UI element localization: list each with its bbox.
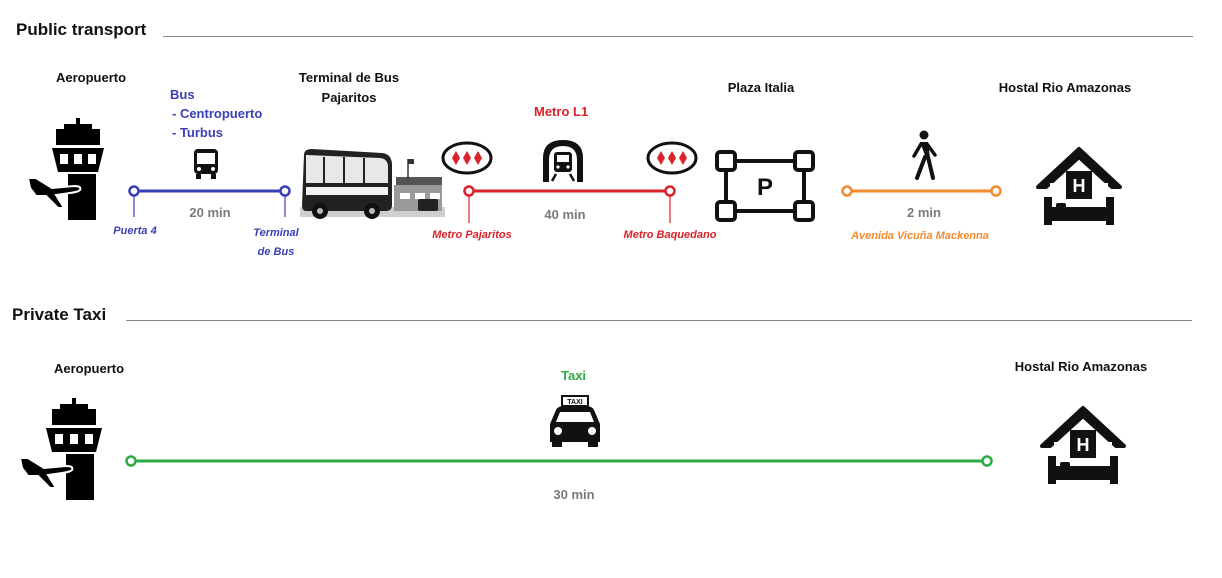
hotel-icon-letter: H [1073, 176, 1086, 196]
bus-start-stop: Puerta 4 [113, 225, 157, 237]
private-taxi-divider [126, 320, 1192, 321]
taxi-duration: 30 min [553, 487, 595, 502]
airport-label: Aeropuerto [55, 70, 127, 85]
private-taxi-title: Private Taxi [12, 305, 107, 324]
metro-end-stop: Metro Baquedano [623, 229, 717, 241]
metro-logo-icon [441, 141, 493, 175]
public-transport-divider [163, 36, 1193, 37]
bus-end-stop-line2: de Bus [257, 246, 295, 258]
hostal-label: Hostal Rio Amazonas [1014, 359, 1148, 374]
airport-tower-icon [18, 398, 102, 500]
metro-start-stop: Metro Pajaritos [432, 229, 512, 241]
walk-stop: Avenida Vicuña Mackenna [851, 230, 989, 242]
taxi-mode-label: Taxi [561, 368, 587, 383]
bus-terminal-image [300, 149, 445, 219]
metro-mode-label: Metro L1 [534, 104, 589, 119]
bus-end-stop-line1: Terminal [253, 227, 299, 239]
walk-duration: 2 min [907, 205, 941, 220]
plaza-parking-icon: P [715, 150, 815, 222]
taxi-route-line [125, 455, 993, 467]
terminal-label-line1: Terminal de Bus [298, 70, 400, 85]
walk-route-line [841, 185, 1002, 197]
hotel-icon: H [1040, 406, 1126, 484]
metro-train-icon [543, 140, 583, 182]
airport-tower-icon [26, 118, 104, 220]
plaza-icon-letter: P [757, 174, 773, 201]
metro-duration: 40 min [544, 207, 586, 222]
public-transport-title: Public transport [16, 20, 147, 39]
hotel-icon: H [1036, 147, 1122, 225]
taxi-sign-text: TAXI [567, 399, 582, 406]
terminal-label-line2: Pajaritos [321, 90, 377, 105]
metro-logo-icon [646, 141, 698, 175]
bus-operator-centropuerto: - Centropuerto [172, 106, 263, 121]
metro-route-line [463, 185, 676, 223]
taxi-car-icon: TAXI [550, 395, 600, 447]
pedestrian-icon [912, 130, 937, 180]
bus-front-icon [194, 149, 218, 179]
hostal-label: Hostal Rio Amazonas [998, 80, 1132, 95]
bus-route-line [128, 185, 291, 217]
bus-duration: 20 min [189, 205, 231, 220]
plaza-italia-label: Plaza Italia [727, 80, 795, 95]
bus-operator-turbus: - Turbus [172, 125, 224, 140]
airport-label: Aeropuerto [53, 361, 125, 376]
hotel-icon-letter: H [1077, 435, 1090, 455]
bus-mode-label: Bus [170, 87, 195, 102]
